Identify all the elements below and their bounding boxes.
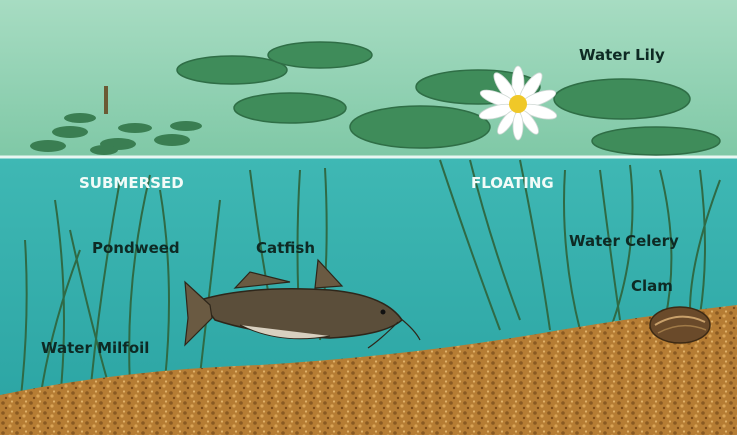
- clam: [650, 307, 710, 343]
- label-submersed: SUBMERSED: [79, 175, 184, 191]
- label-catfish: Catfish: [256, 240, 315, 256]
- label-pondweed: Pondweed: [92, 240, 180, 256]
- label-water-celery: Water Celery: [569, 233, 679, 249]
- label-water-lily: Water Lily: [579, 47, 665, 63]
- label-clam: Clam: [631, 278, 673, 294]
- label-water-milfoil: Water Milfoil: [41, 340, 149, 356]
- label-floating: FLOATING: [471, 175, 554, 191]
